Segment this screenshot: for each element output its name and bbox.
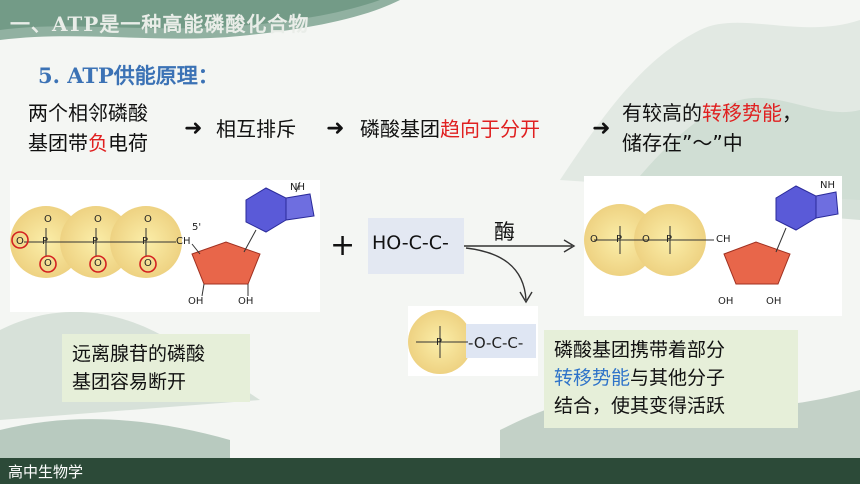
oxygen-label: O: [144, 214, 152, 225]
separate-highlight: 趋向于分开: [440, 117, 540, 141]
enzyme-label: 酶: [494, 220, 515, 244]
carbon-chain-label: -O-C-C-: [468, 334, 523, 352]
flow-step-1: 两个相邻磷酸 基团带负电荷: [28, 98, 148, 158]
oxygen-label: O: [642, 234, 650, 245]
flow-step-3: 磷酸基团趋向于分开: [360, 114, 540, 144]
bond-line: [243, 229, 257, 253]
oh-label: OH: [718, 296, 733, 307]
oxygen-label: O: [94, 258, 102, 269]
flow-step-4-line-1: 有较高的转移势能，: [622, 98, 802, 128]
plus-sign: +: [330, 228, 356, 263]
oh-label: OH: [238, 296, 253, 307]
adp-structure-panel: P P O O CH OH OH NH: [584, 176, 842, 316]
adenine-ring: [245, 187, 287, 233]
bond-line: [191, 243, 201, 255]
flow-step-1-line-1: 两个相邻磷酸: [28, 101, 148, 125]
text-segment: 基团带: [28, 131, 88, 155]
arrow-icon: ➜: [326, 116, 345, 141]
adp-structure-diagram: P P O O CH OH OH NH: [584, 180, 839, 307]
adenine-ring: [815, 191, 839, 219]
phosphate-label: P: [666, 234, 672, 245]
adenine-ring: [775, 185, 817, 231]
transfer-potential-highlight: 转移势能: [702, 101, 782, 125]
negative-highlight: 负: [88, 131, 108, 155]
note-right-line-2: 转移势能与其他分子: [554, 364, 788, 392]
down-arrow: [465, 247, 527, 301]
ribose-pentagon: [191, 241, 261, 285]
arrow-icon: ➜: [184, 116, 203, 141]
phosphate-label: P: [616, 234, 622, 245]
reaction-arrows: [464, 239, 576, 304]
slide-header-title: 一、ATP是一种高能磷酸化合物: [10, 12, 310, 36]
flow-step-4: 有较高的转移势能， 储存在”～”中: [622, 98, 802, 158]
flow-step-1-line-2: 基团带负电荷: [28, 128, 148, 158]
phosphate-transfer-panel: P -O-C-C-: [408, 306, 538, 376]
hocc-label: HO-C-C-: [372, 232, 449, 254]
oh-label: OH: [766, 296, 781, 307]
note-right: 磷酸基团携带着部分 转移势能与其他分子 结合，使其变得活跃: [544, 330, 798, 428]
section-title: 5. ATP供能原理：: [38, 63, 219, 88]
note-right-line-1: 磷酸基团携带着部分: [554, 339, 726, 361]
flow-step-2: 相互排斥: [216, 117, 296, 141]
text-segment: 磷酸基团: [360, 117, 440, 141]
bond-line: [775, 227, 787, 253]
text-segment: 电荷: [108, 131, 148, 155]
amine-label: NH: [820, 180, 835, 191]
arrow-icon: ➜: [592, 116, 611, 141]
hocc-group-box: HO-C-C-: [368, 218, 464, 274]
bond-line: [201, 283, 205, 297]
oxygen-label: O: [44, 214, 52, 225]
note-right-line-3: 结合，使其变得活跃: [554, 395, 726, 417]
oxygen-label: O: [144, 258, 152, 269]
footer-label: 高中生物学: [8, 463, 84, 481]
oxygen-label: O: [590, 234, 598, 245]
atp-structure-panel: O P P P O O O O O O CH 5' OH OH NH: [10, 180, 320, 312]
ch2-label: CH: [176, 236, 191, 247]
arrowhead: [563, 239, 576, 253]
adenine-ring: [285, 193, 315, 221]
principle-flow: 两个相邻磷酸 基团带负电荷 ➜ 相互排斥 ➜ 磷酸基团趋向于分开 ➜ 有较高的转…: [0, 98, 860, 168]
transfer-potential-highlight: 转移势能: [554, 367, 631, 389]
atp-structure-diagram: O P P P O O O O O O CH 5' OH OH NH: [10, 181, 315, 307]
c5-label: 5': [192, 222, 201, 233]
highlight-circle: [11, 231, 29, 249]
oxygen-label: O: [16, 236, 24, 247]
phosphate-label: P: [436, 337, 442, 348]
highlight-circle: [89, 255, 107, 273]
footer-bar: [0, 458, 860, 484]
oxygen-label: O: [44, 258, 52, 269]
arrowhead: [519, 291, 533, 304]
text-segment: 有较高的: [622, 101, 702, 125]
flow-step-4-line-2: 储存在”～”中: [622, 131, 743, 155]
ribose-pentagon: [723, 241, 791, 285]
text-segment: ，: [782, 101, 802, 125]
phosphate-transfer-diagram: P -O-C-C-: [408, 310, 536, 374]
oh-label: OH: [188, 296, 203, 307]
highlight-circle: [139, 255, 157, 273]
text-segment: 与其他分子: [630, 367, 726, 389]
bond-line: [295, 181, 301, 193]
note-left-line-2: 基团容易断开: [72, 371, 187, 393]
note-left-line-1: 远离腺苷的磷酸: [72, 343, 206, 365]
oxygen-label: O: [94, 214, 102, 225]
ch2-label: CH: [716, 234, 731, 245]
note-left: 远离腺苷的磷酸 基团容易断开: [62, 334, 250, 402]
carbon-chain-box: [466, 324, 536, 358]
highlight-circle: [39, 255, 57, 273]
